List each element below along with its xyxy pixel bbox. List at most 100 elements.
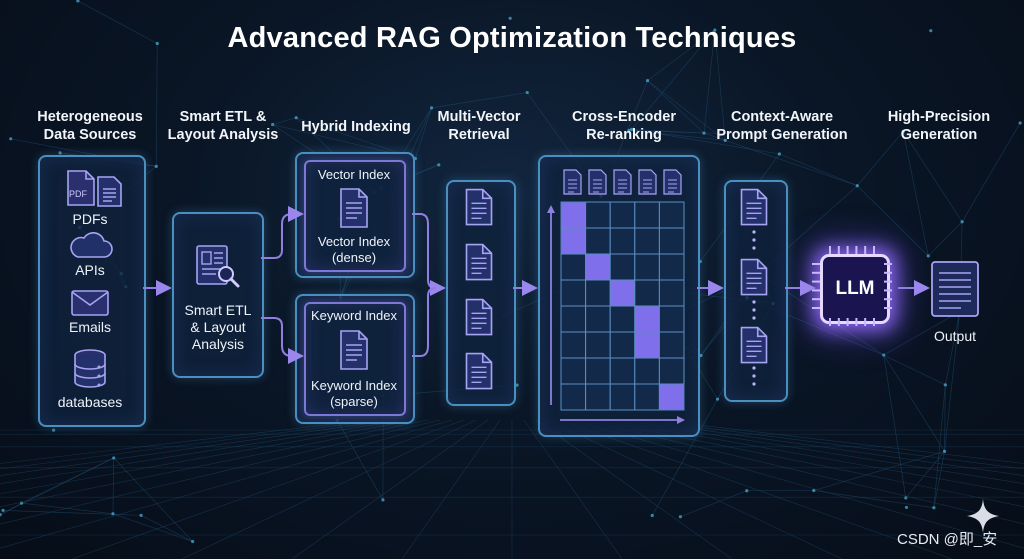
network-line <box>631 128 705 134</box>
network-line <box>680 490 747 518</box>
ellipsis-dot <box>752 238 756 242</box>
network-line <box>272 117 297 125</box>
grid-line <box>0 419 369 464</box>
network-line <box>902 131 963 222</box>
network-line <box>714 30 726 141</box>
document-icon <box>340 330 368 370</box>
grid-line <box>0 419 417 495</box>
network-node <box>191 539 195 544</box>
network-node <box>155 41 159 46</box>
relevance-cell <box>658 305 685 333</box>
document-search-icon <box>196 245 240 288</box>
network-line <box>431 92 528 109</box>
relevance-cell <box>634 357 660 385</box>
chip-pins <box>812 246 892 326</box>
network-node <box>702 131 706 135</box>
network-node <box>932 506 936 510</box>
network-node <box>508 16 512 20</box>
relevance-cell <box>634 253 660 281</box>
network-line <box>3 510 142 516</box>
retrieved-document-icon <box>465 188 493 226</box>
network-node <box>715 397 720 401</box>
y-axis-arrowhead <box>547 205 555 213</box>
network-node <box>812 488 816 493</box>
stage-heading-hybrid-indexing: Hybrid Indexing <box>301 119 411 135</box>
relevance-cell <box>560 279 587 307</box>
grid-line <box>0 419 453 549</box>
relevance-cell <box>560 331 587 359</box>
emails-label: Emails <box>68 319 111 335</box>
pdfs-label: PDFs <box>72 211 108 227</box>
apis-label: APIs <box>75 262 105 278</box>
network-node <box>111 512 115 516</box>
relevance-cell-high <box>609 279 636 307</box>
keyword-index-label: Keyword Index(sparse) <box>311 378 397 409</box>
grid-line <box>0 419 405 484</box>
relevance-cell <box>658 331 685 359</box>
network-line <box>647 80 726 141</box>
network-line <box>703 30 716 134</box>
grid-line <box>547 419 843 559</box>
relevance-cell <box>658 227 685 255</box>
network-node <box>437 163 441 167</box>
network-node <box>429 106 434 110</box>
relevance-cell-high <box>634 331 660 359</box>
grid-line <box>181 419 477 559</box>
ellipsis-dot <box>752 316 756 320</box>
network-node <box>271 122 275 127</box>
network-line <box>883 354 946 386</box>
relevance-cell <box>658 357 685 385</box>
candidate-document-icon <box>613 169 632 195</box>
relevance-cell <box>560 357 587 385</box>
stage-heading-smart-etl: Smart ETL &Layout Analysis <box>167 109 279 143</box>
relevance-cell <box>634 279 660 307</box>
network-line <box>883 354 945 452</box>
relevance-cell <box>585 227 611 255</box>
network-line <box>631 29 716 130</box>
network-node <box>154 164 158 168</box>
relevance-cell <box>585 201 611 229</box>
network-node <box>777 152 781 156</box>
network-line <box>0 502 22 516</box>
network-line <box>813 490 934 509</box>
network-node <box>901 129 905 134</box>
context-document-icon <box>740 258 768 296</box>
ellipsis-dots <box>752 230 756 386</box>
network-line <box>944 311 961 452</box>
network-line <box>628 130 726 141</box>
watermark: CSDN @即_安 <box>897 531 998 548</box>
relevance-cell <box>560 253 587 281</box>
grid-line <box>0 419 393 476</box>
ellipsis-dot <box>752 300 756 304</box>
grid-line <box>595 419 1024 508</box>
candidate-document-icon <box>588 169 607 195</box>
relevance-cell-high <box>560 201 587 229</box>
network-node <box>834 133 838 137</box>
grid-line <box>583 419 1024 525</box>
network-line <box>933 384 946 508</box>
ellipsis-dot <box>752 382 756 386</box>
network-node <box>926 254 930 258</box>
relevance-cell <box>634 201 660 229</box>
network-line <box>883 354 907 498</box>
grid-line <box>571 419 1024 549</box>
network-line <box>883 311 960 356</box>
envelope-icon <box>71 290 109 316</box>
network-node <box>645 79 650 83</box>
network-node <box>943 383 947 387</box>
relevance-cell-high <box>560 227 587 255</box>
grid-line <box>0 419 441 525</box>
network-line <box>112 457 115 514</box>
output-document-icon <box>931 261 979 317</box>
grid-line <box>0 419 381 470</box>
grid-line <box>607 419 1024 495</box>
grid-line <box>559 419 953 559</box>
vector-index-header: Vector Index <box>317 167 391 182</box>
candidate-document-lines <box>593 179 602 193</box>
ellipsis-dot <box>752 230 756 234</box>
grid-line <box>619 419 1024 484</box>
page-title: Advanced RAG Optimization Techniques <box>227 22 797 54</box>
